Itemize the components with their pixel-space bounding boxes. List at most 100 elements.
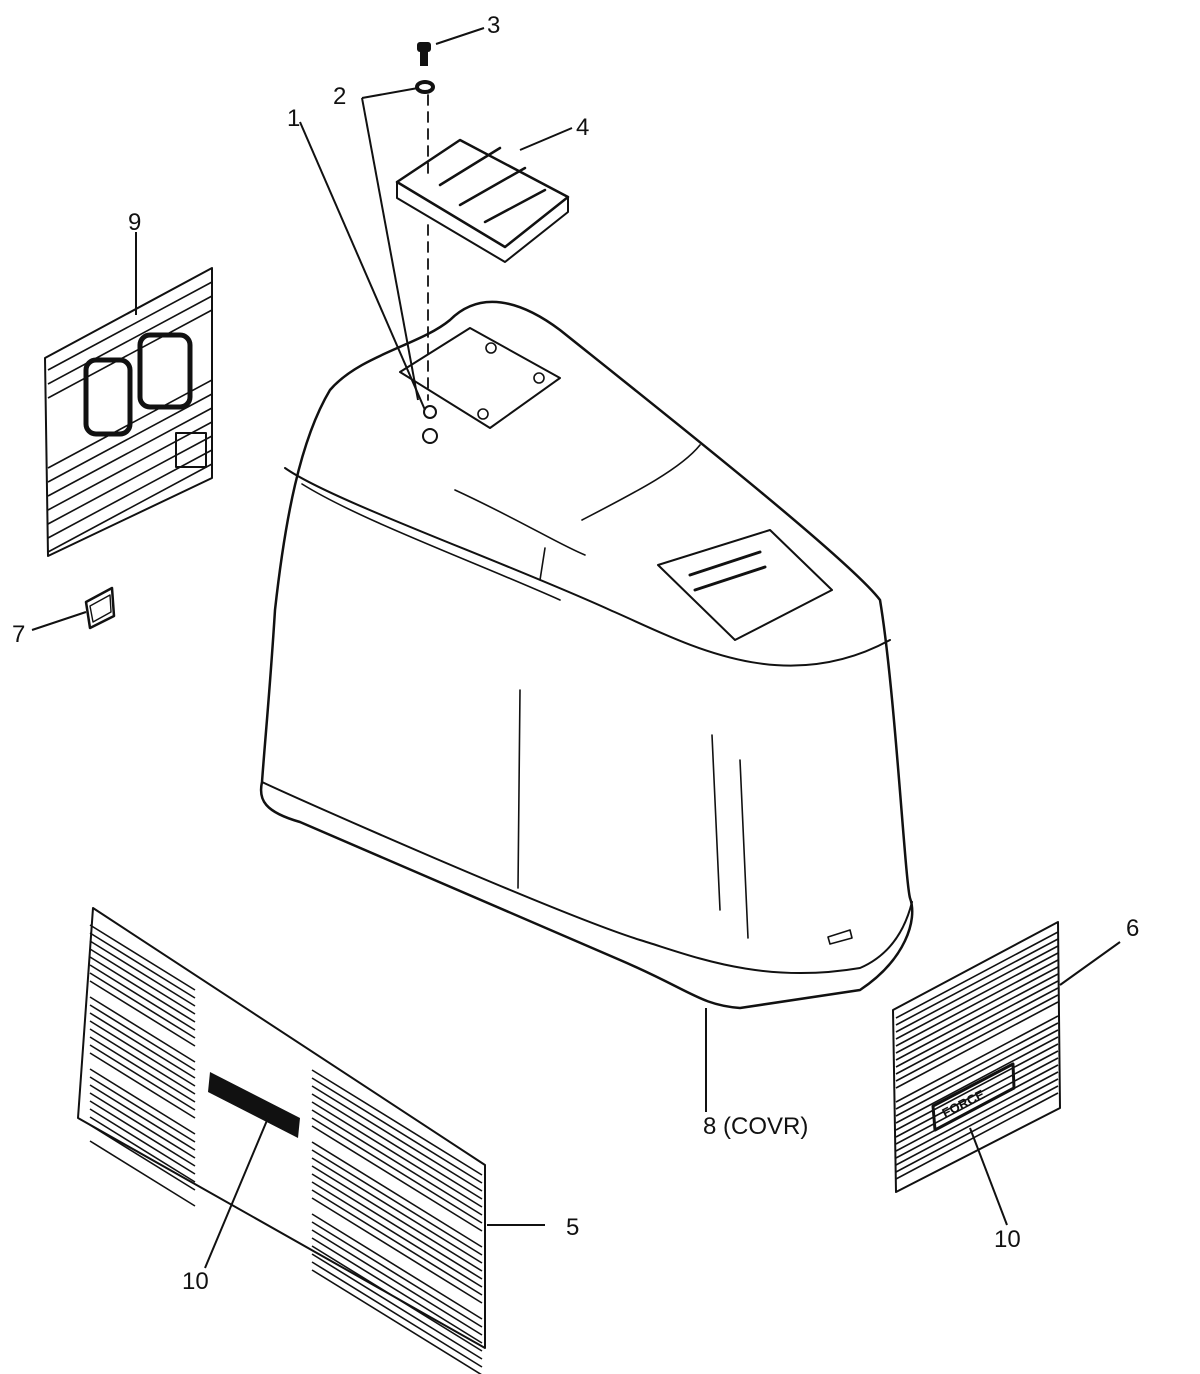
decal-9-stripe [47, 309, 213, 399]
decal-5-stripe [89, 1076, 196, 1143]
decal-5-stripe [89, 1036, 196, 1103]
decal-6-stripe [895, 1085, 1059, 1173]
decal-5-stripe [89, 924, 196, 991]
decal-5-stripe [89, 1044, 196, 1111]
decal-5-stripe [311, 1213, 483, 1320]
callout-9: 9 [128, 209, 141, 236]
decal-5-stripe [311, 1261, 483, 1368]
engine-cover [259, 300, 914, 1010]
decal-5-stripe [89, 932, 196, 999]
decal-5-stripe [311, 1181, 483, 1288]
callout-10-left: 10 [182, 1268, 209, 1295]
decal-5-stripe [311, 1269, 482, 1374]
decal-5-stripe [311, 1077, 483, 1184]
decal-5-stripe [311, 1173, 483, 1280]
decal-5-stripe [311, 1109, 483, 1216]
decal-7 [84, 586, 116, 630]
decal-5-stripe [311, 1189, 483, 1296]
decal-6-stripe [895, 994, 1059, 1082]
decal-5-stripe [311, 1165, 483, 1272]
decal-5-stripe [89, 996, 196, 1063]
decal-6-stripe [895, 1043, 1059, 1131]
decal-5-stripe [89, 1108, 196, 1175]
decal-5-stripe [311, 1221, 483, 1328]
decal-6-stripe [895, 1022, 1059, 1110]
decal-5-stripe [311, 1197, 483, 1304]
callout-3: 3 [487, 12, 500, 39]
decal-5-stripe [89, 956, 196, 1023]
decal-6-stripe [895, 1015, 1059, 1103]
callout-6: 6 [1126, 915, 1139, 942]
decal-6-stripe [895, 1036, 1059, 1124]
decal-9-stripe [47, 407, 213, 497]
decal-6-stripe [895, 1001, 1059, 1089]
decal-6-stripe [895, 952, 1059, 1040]
decal-5-stripe [89, 1092, 196, 1159]
decal-6-stripe [895, 931, 1059, 1019]
decal-5-stripe [311, 1237, 483, 1344]
washer [415, 80, 435, 94]
decal-5-stripe [89, 1068, 196, 1135]
top-handle-plate [395, 138, 570, 263]
decal-5-stripe [89, 948, 196, 1015]
decal-5-stripe [311, 1253, 483, 1360]
decal-6-stripe [895, 1029, 1059, 1117]
decal-9-stripe [47, 393, 213, 483]
callout-7: 7 [12, 621, 25, 648]
decal-6-stripe [895, 987, 1059, 1075]
decal-9 [44, 267, 213, 557]
decal-5-stripe [89, 1084, 196, 1151]
callout-2: 2 [333, 83, 346, 110]
decal-6-stripe [895, 945, 1059, 1033]
decal-6-stripe [895, 938, 1059, 1026]
decal-5-stripe [89, 1004, 196, 1071]
decal-5-stripe [311, 1093, 483, 1200]
decal-9-stripe [47, 295, 213, 385]
decal-6: FORCE [892, 921, 1061, 1193]
decal-9-stripe [47, 281, 213, 371]
decal-9-stripe [47, 463, 213, 553]
decal-5-stripe [311, 1085, 483, 1192]
decal-5-stripe [89, 1116, 196, 1183]
decal-6-stripe [895, 1050, 1059, 1138]
decal-5-stripe [311, 1101, 483, 1208]
decal-6-stripe [895, 966, 1059, 1054]
decal-5-stripe [311, 1141, 483, 1248]
leader-lines [31, 27, 1121, 1269]
callout-4: 4 [576, 114, 589, 141]
decal-6-stripe [895, 1078, 1059, 1166]
decal-5-stripe [311, 1245, 483, 1352]
decal-5-stripe [89, 1100, 196, 1167]
decal-5-stripe [311, 1117, 483, 1224]
decal-5-stripe [89, 1028, 196, 1095]
decal-5-stripe [89, 1052, 196, 1119]
decal-6-stripe [895, 980, 1059, 1068]
decal-5-stripe [311, 1229, 483, 1336]
decal-6-stripe [895, 1092, 1059, 1180]
decal-5-stripe [311, 1149, 483, 1256]
screw [417, 42, 431, 66]
decal-5-stripe [89, 1020, 196, 1087]
callout-labels: 1 2 3 4 9 7 8 (COVR) 6 5 10 10 [12, 12, 1139, 1295]
callout-10-right: 10 [994, 1226, 1021, 1253]
decal-5 [77, 907, 486, 1374]
decal-6-stripe [895, 1071, 1059, 1159]
decal-5-stripe [89, 940, 196, 1007]
decal-9-stripe [47, 449, 213, 539]
decal-6-stripe [895, 1057, 1059, 1145]
decal-5-stripe [89, 1124, 196, 1191]
callout-1: 1 [287, 105, 300, 132]
decal-9-stripe [47, 421, 213, 511]
callout-5: 5 [566, 1214, 579, 1241]
decal-5-stripe [89, 1140, 196, 1207]
callout-8: 8 (COVR) [703, 1113, 808, 1140]
decal-9-stripe [47, 435, 213, 525]
decal-6-stripe [895, 959, 1059, 1047]
decal-5-stripe [89, 1012, 196, 1079]
decal-5-stripe [311, 1069, 483, 1176]
decal-6-stripe [895, 973, 1059, 1061]
decal-5-stripe [311, 1157, 483, 1264]
decal-5-stripe [89, 964, 196, 1031]
decal-5-stripe [89, 972, 196, 1039]
